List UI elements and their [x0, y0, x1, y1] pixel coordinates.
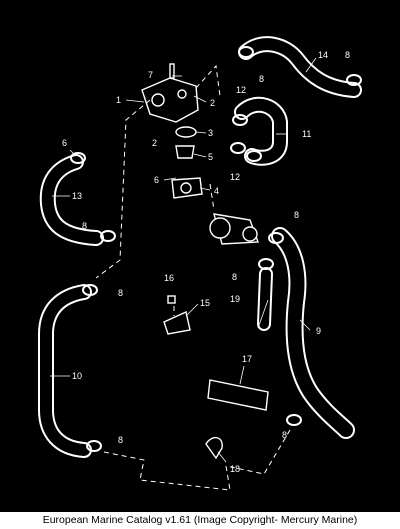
hose-11	[234, 96, 288, 166]
callout-17: 17	[242, 354, 252, 364]
callout-labels: 1 7 2 2 3 5 6 4 6 8 14 8 12 11 12 13 8 8…	[62, 50, 350, 474]
bolt-7	[169, 63, 175, 79]
cooler-17	[207, 379, 269, 411]
hose-10	[38, 284, 92, 458]
hose-14	[238, 36, 362, 98]
callout-5: 5	[208, 152, 213, 162]
cover-4	[171, 177, 203, 199]
parts-diagram: 1 7 2 2 3 5 6 4 6 8 14 8 12 11 12 13 8 8…	[38, 36, 362, 491]
clip-18	[205, 437, 223, 460]
hose-19	[257, 267, 273, 331]
assembly-lines	[95, 64, 291, 491]
callout-8: 8	[345, 50, 350, 60]
callout-8: 8	[294, 210, 299, 220]
thermostat-5	[175, 145, 195, 159]
callout-8: 8	[118, 435, 123, 445]
callout-6: 6	[154, 175, 159, 185]
callout-8: 8	[118, 288, 123, 298]
callout-3: 3	[208, 128, 213, 138]
callout-11: 11	[302, 129, 311, 139]
hose-9	[271, 227, 355, 439]
callout-7: 7	[148, 70, 153, 80]
clamps	[70, 46, 362, 452]
callout-9: 9	[316, 326, 321, 336]
callout-15: 15	[200, 298, 210, 308]
gasket-3	[175, 126, 197, 138]
callout-18: 18	[230, 464, 240, 474]
callout-8: 8	[282, 430, 287, 440]
copyright-caption: European Marine Catalog v1.61 (Image Cop…	[0, 512, 400, 529]
callout-1: 1	[116, 95, 121, 105]
thermostat-housing	[141, 77, 199, 123]
callout-16: 16	[164, 273, 174, 283]
callout-12: 12	[236, 85, 246, 95]
bracket-15	[163, 311, 191, 335]
callout-2: 2	[210, 98, 215, 108]
callout-8: 8	[232, 272, 237, 282]
nut-16	[167, 295, 176, 304]
callout-12: 12	[230, 172, 240, 182]
callout-4: 4	[214, 186, 219, 196]
water-pump	[209, 213, 259, 245]
callout-8: 8	[259, 74, 264, 84]
callout-8: 8	[82, 221, 87, 231]
callout-19: 19	[230, 294, 240, 304]
callout-2: 2	[152, 138, 157, 148]
callout-13: 13	[72, 191, 82, 201]
callout-14: 14	[318, 50, 328, 60]
callout-10: 10	[72, 371, 82, 381]
callout-6: 6	[62, 138, 67, 148]
hose-13	[39, 154, 104, 246]
leader-lines	[50, 57, 317, 463]
